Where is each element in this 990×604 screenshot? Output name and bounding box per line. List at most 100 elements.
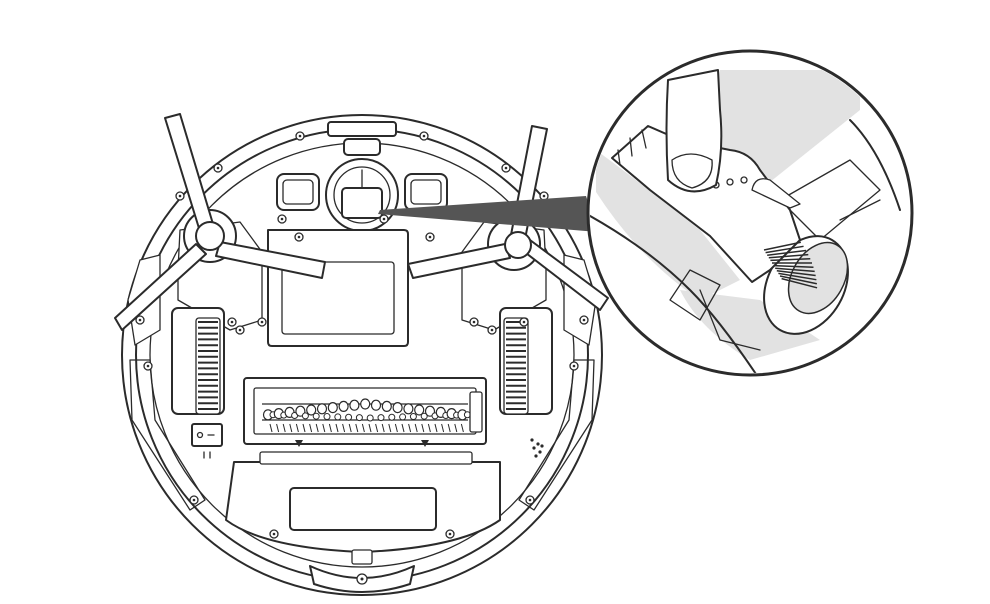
roller-comb-tooth [408,423,412,433]
roller-bristle-tuft [377,414,385,422]
bristle-strand [768,253,809,259]
arrow-marker-left [295,440,303,447]
vent-hole [536,442,540,446]
roller-bristle-tuft [323,413,331,421]
screw-center [422,134,426,138]
roller-bristle-tuft [327,402,338,414]
screw-center [146,364,150,368]
base-bracket [669,269,721,321]
roller-comb-tooth [328,423,332,433]
bristle-strand [781,277,818,289]
base-edge [699,289,761,351]
screw-center [382,217,386,221]
fingernail [671,153,713,189]
main-brush-bay [243,377,487,445]
charging-contacts-left [203,451,211,459]
bristle-strand [765,245,804,254]
screw-center [542,194,546,198]
roller-bristle-tuft [316,403,328,415]
left-brush-bristle-right [215,241,326,279]
tool-brush-bristles [763,241,818,289]
body-edge-right [849,119,901,211]
tool-hole-2 [726,178,734,186]
bristle-strand [767,249,807,256]
roller-comb-tooth [454,423,458,433]
battery-cover-label-area [281,261,395,335]
left-wheel-tread [198,321,218,410]
roller-bristle-tuft [349,399,360,411]
roller-bristle-tuft [360,398,371,410]
vent-hole [532,446,536,450]
shaded-surface-bottom [680,290,820,360]
roller-comb-tooth [361,423,365,433]
screw-center [298,134,302,138]
bristle-strand [778,272,817,281]
roller-bristle-tuft [399,413,407,421]
tool-blade-hook [751,178,801,209]
right-lower-rim [518,359,595,511]
cliff-sensor-top [343,138,381,156]
roller-comb-tooth [375,423,379,433]
brush-latch [469,391,483,433]
dust-bin-latch-bar [259,451,473,465]
right-wheel [503,317,529,415]
roller-comb-tooth [269,423,273,433]
screw-center [272,532,276,536]
tool-grip-ridges [617,129,647,166]
roller-comb-tooth [322,423,326,433]
battery-cover [267,229,409,347]
screw-center [472,320,476,324]
roller-comb-tooth [302,423,306,433]
roller-bristle-tuft [392,402,403,414]
right-brush-hub [504,231,532,259]
roller-comb-tooth [381,423,385,433]
main-roller-brush [262,398,471,433]
shaded-surface-left [596,150,740,300]
roller-comb-tooth [309,423,313,433]
left-brush-bristle-down [114,243,207,331]
screw-center [138,318,142,322]
dust-bin-label [289,487,437,531]
roller-comb-tooth [394,423,398,433]
brush-hub-recess [787,241,849,315]
vent-hole [534,454,538,458]
rim-panel [779,159,881,241]
rim-line [839,199,881,221]
roller-bristle-tuft [334,413,342,421]
bristle-strand [776,270,816,277]
roller-bristle-tuft [388,413,396,421]
roller-comb-tooth [427,423,431,433]
screw-center [428,235,432,239]
screw-center [260,320,264,324]
right-side-brush [407,125,609,311]
roller-bristle-tuft [366,414,374,422]
left-sensor-window [276,173,320,211]
speaker-vents [530,438,544,458]
left-sensor-lens [282,179,314,205]
power-switch-off-mark [196,431,204,439]
screws [135,131,589,539]
rear-clip [351,549,373,565]
roller-comb-tooth [388,423,392,433]
screw-center [504,166,508,170]
roller-comb-tooth [421,423,425,433]
roller-comb-tooth [355,423,359,433]
screw-center [230,320,234,324]
screw-center [528,498,532,502]
roller-comb-tooth [414,423,418,433]
roller-bristle-tuft [338,400,349,412]
screw-center [448,532,452,536]
bristle-strand [775,267,815,273]
vent-hole [530,438,534,442]
vent-hole [538,450,542,454]
screw-center [238,328,242,332]
roller-bristle-tuft [409,413,417,421]
screw-center [572,364,576,368]
front-caster-ring [333,166,391,224]
tool-edge [611,157,711,237]
roller-comb-tooth [434,423,438,433]
roller-bristle-tuft [306,404,317,416]
roller-comb-tooth [315,423,319,433]
roller-comb-tooth [289,423,293,433]
